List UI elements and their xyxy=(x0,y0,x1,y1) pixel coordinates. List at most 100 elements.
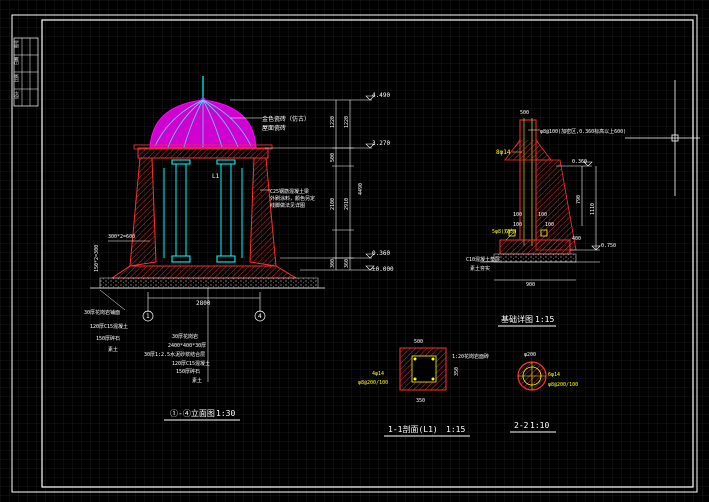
rebar-label: 8φ14 xyxy=(496,149,511,156)
foundation-note: 150厚碎石 xyxy=(96,335,120,342)
vertical-dim: 500 xyxy=(330,153,336,162)
small-dim: 100 xyxy=(513,222,522,228)
foundation-gravel xyxy=(99,277,319,289)
bottom-dim: 350 xyxy=(416,398,425,404)
elevation-label: 4.490 xyxy=(372,92,390,99)
dome-note: 屋面瓷砖 xyxy=(262,124,286,132)
title-block-entry: 日期 xyxy=(13,57,19,65)
axis-bubble xyxy=(142,310,154,322)
rebar-dot xyxy=(413,357,417,361)
rebar-label: φ8@200/100 xyxy=(548,382,578,388)
anchor-marker xyxy=(508,229,516,237)
ring-cornice xyxy=(133,144,273,150)
vertical-dim: 300 xyxy=(330,259,336,268)
foundation-note: 30厚花岗岩 xyxy=(172,333,198,340)
vertical-dim: 790 xyxy=(576,195,582,204)
foundation-notes-right: 30厚花岗岩 2400*400*30厚 30厚1:2.5水泥砂浆结合层 120厚… xyxy=(144,288,210,384)
foundation-note: 素土 xyxy=(192,377,202,384)
vertical-dim: 1220 xyxy=(330,116,336,128)
step-dim: 150*2=300 xyxy=(94,245,100,272)
title-block-entry: 设计 xyxy=(13,91,19,99)
rebar-dot xyxy=(431,357,435,361)
base-width: 900 xyxy=(526,282,535,288)
elevation-label: -0.750 xyxy=(598,243,616,249)
rebar-note: φ8@100(加密区,0.360标高以上600) xyxy=(540,128,626,135)
anchor-marker xyxy=(540,229,548,237)
drawing-title: 基础详图 xyxy=(501,314,533,324)
rebar-dot xyxy=(431,377,435,381)
rebar-label: φ8@200/100 xyxy=(358,380,388,386)
drawing-scale: 1:15 xyxy=(446,425,465,434)
foundation-note: 120厚C15混凝土 xyxy=(90,323,128,330)
top-dim: 500 xyxy=(414,339,423,345)
side-dim: 350 xyxy=(454,367,460,376)
vertical-dimension-chain xyxy=(332,100,354,270)
footing-pad xyxy=(493,253,577,263)
gazebo-elevation[interactable]: L1 金色瓷砖（仿古） 屋面瓷砖 C25钢筋混凝土梁 外刷涂料，颜色另定 线脚做… xyxy=(84,76,394,421)
foundation-note: 120厚C15混凝土 xyxy=(172,360,210,367)
foundation-note: 2400*400*30厚 xyxy=(168,343,206,349)
dome-ribs xyxy=(154,99,252,148)
section-2-2[interactable]: φ200 6φ14 φ8@200/100 2-2 1:10 xyxy=(510,352,578,433)
drawing-title: 2-2 xyxy=(514,421,529,430)
small-dim: 100 xyxy=(545,222,554,228)
vertical-dim: 1220 xyxy=(344,116,350,128)
foundation-note: 30厚1:2.5水泥砂浆结合层 xyxy=(144,351,205,358)
ring-beam xyxy=(137,147,269,159)
vertical-dim: 2100 xyxy=(330,198,336,210)
base-note: C10混凝土垫层 xyxy=(466,256,500,263)
vertical-dim: 1110 xyxy=(590,203,596,215)
elevation-label: ±0.000 xyxy=(372,266,394,273)
vertical-dim: 2910 xyxy=(344,198,350,210)
title-block: 图号 日期 比例 设计 xyxy=(13,37,39,107)
left-wall-section xyxy=(129,157,157,267)
vertical-dim: 360 xyxy=(344,259,350,268)
section-1-1[interactable]: 500 1:20花岗岩面砖 4φ14 φ8@200/100 350 350 1-… xyxy=(358,339,489,437)
foundation-note: 30厚花岗岩铺面 xyxy=(84,309,120,316)
vertical-dim: 4490 xyxy=(358,183,364,195)
axis-bubble xyxy=(254,310,266,322)
elevation-markers xyxy=(556,161,601,251)
drawing-scale: 1:10 xyxy=(530,421,549,430)
columns xyxy=(163,159,243,263)
beam-core xyxy=(411,355,437,383)
section-note: 1:20花岗岩面砖 xyxy=(452,353,489,360)
axis-label: 1 xyxy=(146,313,150,320)
beam-section xyxy=(399,347,447,391)
elevation-label: 0.360 xyxy=(572,159,587,165)
drawing-scale: 1:15 xyxy=(535,315,554,324)
steel-leader xyxy=(505,231,515,241)
drawing-scale: 1:30 xyxy=(216,409,235,418)
foundation-notes-left: 30厚花岗岩铺面 120厚C15混凝土 150厚碎石 素土 xyxy=(84,289,128,353)
rebar-dot xyxy=(413,377,417,381)
elevation-label: 3.270 xyxy=(372,140,390,147)
dome-note: 金色瓷砖（仿古） xyxy=(262,115,310,123)
base-note: 素土夯实 xyxy=(470,265,490,272)
steel-label: 5φ8(双向) xyxy=(492,228,517,235)
base-dim: 300*2=600 xyxy=(108,234,135,240)
small-dim: 400 xyxy=(572,236,581,242)
title-block-entry: 图号 xyxy=(13,40,19,48)
cad-crosshair-cursor[interactable] xyxy=(625,80,700,196)
small-dim: 100 xyxy=(513,212,522,218)
drawing-title: 1-1剖面(L1) xyxy=(388,424,438,434)
capital-flare xyxy=(504,139,552,161)
rebar-label: 6φ14 xyxy=(548,372,560,378)
drawing-frame xyxy=(11,14,698,493)
top-dim: φ200 xyxy=(524,352,536,358)
rebar-label: 4φ14 xyxy=(372,371,384,377)
elevation-label: 0.360 xyxy=(372,250,390,257)
width-dim: 2800 xyxy=(196,300,211,307)
floor-slab xyxy=(110,265,298,279)
title-block-entry: 比例 xyxy=(13,74,19,82)
axis-label: 4 xyxy=(258,313,262,320)
foundation-note: 素土 xyxy=(108,346,118,353)
vertical-dimension-chain xyxy=(581,166,597,250)
foundation-detail[interactable]: 500 φ8@100(加密区,0.360标高以上600) 8φ14 0.360 … xyxy=(466,110,626,327)
drawing-title: ①-④立面图 xyxy=(170,408,215,418)
top-dim: 500 xyxy=(520,110,529,116)
column-tag: L1 xyxy=(212,173,220,180)
ring-note: 外刷涂料，颜色另定 xyxy=(270,195,315,202)
